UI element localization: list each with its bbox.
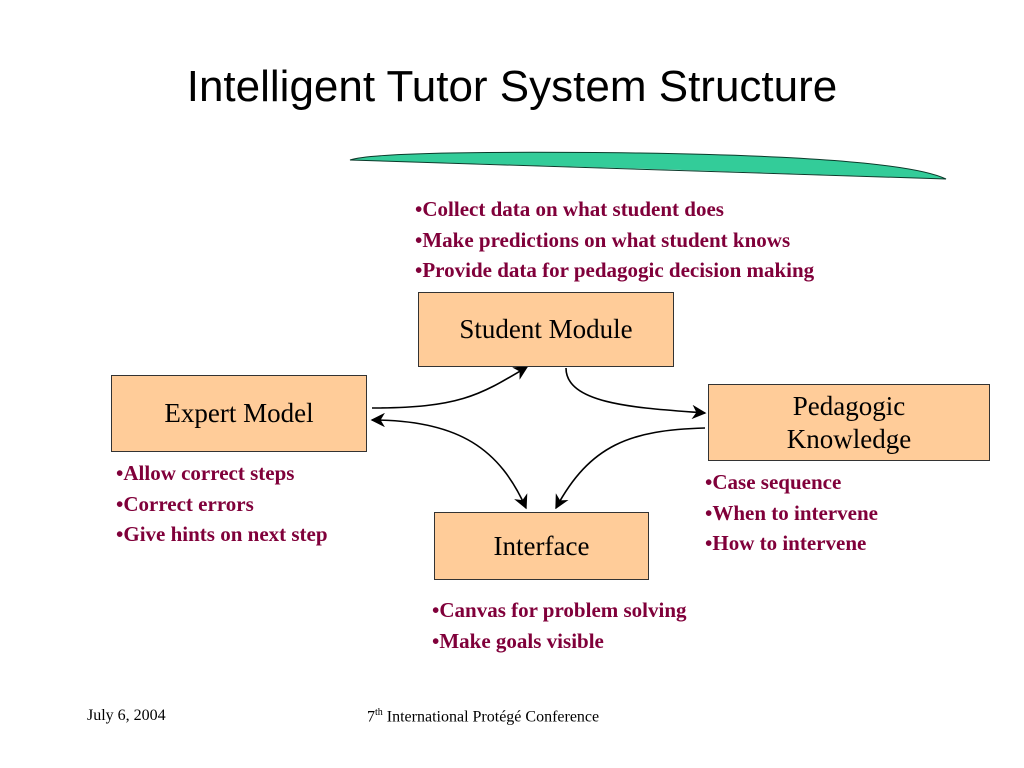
expert-model-box: Expert Model <box>111 375 367 452</box>
arrow-student-to-pedagogic <box>565 367 707 420</box>
list-item: Canvas for problem solving <box>432 595 686 626</box>
list-item: Make predictions on what student knows <box>415 225 814 256</box>
list-item: Allow correct steps <box>116 458 328 489</box>
list-item: Correct errors <box>116 489 328 520</box>
slide-title: Intelligent Tutor System Structure <box>186 62 838 111</box>
footer-date: July 6, 2004 <box>87 707 166 724</box>
list-item: Give hints on next step <box>116 519 327 550</box>
interface-notes: Canvas for problem solving Make goals vi… <box>432 595 687 657</box>
pedagogic-knowledge-box: Pedagogic Knowledge <box>708 384 990 461</box>
student-module-notes: Collect data on what student does Make p… <box>415 194 814 286</box>
student-module-label: Student Module <box>459 314 633 345</box>
arrow-expert-interface <box>370 412 528 510</box>
list-item: Collect data on what student does <box>415 194 814 225</box>
pedagogic-label-line2: Knowledge <box>786 423 912 454</box>
conference-name: International Protégé Conference <box>382 708 600 726</box>
pedagogic-knowledge-notes: Case sequence When to intervene How to i… <box>705 467 878 559</box>
list-item: Provide data for pedagogic decision maki… <box>415 255 814 286</box>
list-item: Case sequence <box>705 467 878 498</box>
list-item: When to intervene <box>705 498 878 529</box>
interface-box: Interface <box>434 512 649 580</box>
list-item: How to intervene <box>705 528 878 559</box>
interface-label: Interface <box>493 530 590 561</box>
footer-conference: 7th International Protégé Conference <box>367 707 599 726</box>
arrow-expert-to-student <box>371 366 529 409</box>
list-item: Make goals visible <box>432 626 687 657</box>
pedagogic-label-line1: Pedagogic <box>792 390 906 421</box>
conference-ordinal-suffix: th <box>375 707 383 718</box>
arrow-pedagogic-to-interface <box>555 427 706 510</box>
expert-model-label: Expert Model <box>164 398 314 429</box>
student-module-box: Student Module <box>418 292 674 367</box>
conference-ordinal: 7 <box>367 708 375 726</box>
expert-model-notes: Allow correct steps Correct errors Give … <box>116 458 328 550</box>
